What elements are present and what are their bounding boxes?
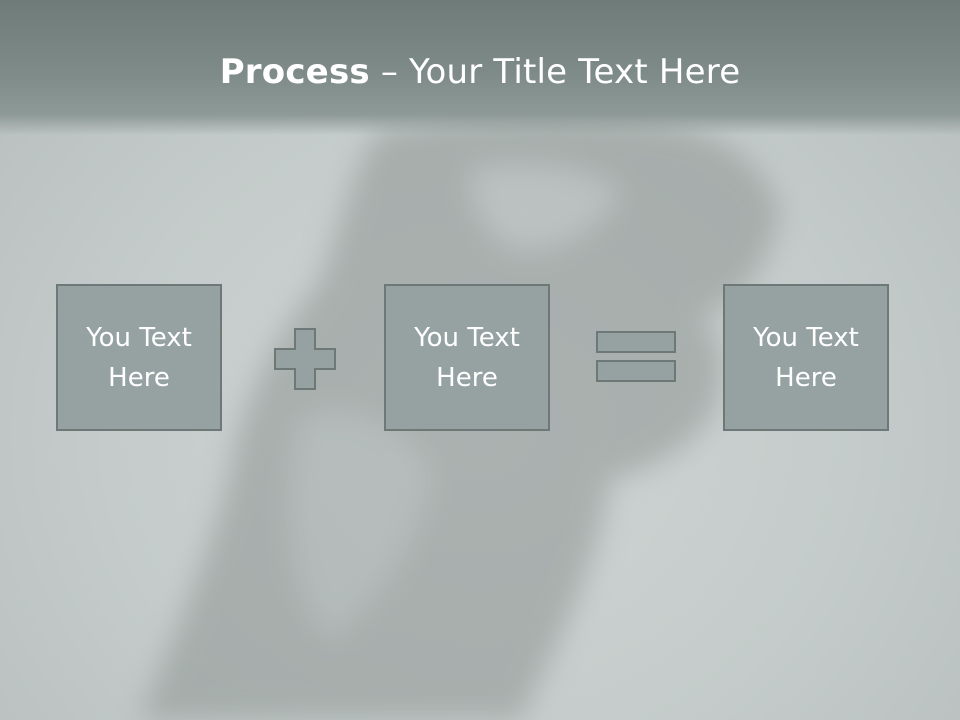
header-bar: Process – Your Title Text Here [0, 0, 960, 135]
process-box-1[interactable]: You Text Here [56, 284, 222, 431]
process-box-2[interactable]: You Text Here [384, 284, 550, 431]
process-box-2-line-2: Here [436, 362, 498, 393]
slide-title: Process – Your Title Text Here [0, 52, 960, 92]
process-box-1-line-1: You Text [86, 322, 192, 353]
process-box-3-line-1: You Text [753, 322, 859, 353]
plus-icon [274, 328, 336, 390]
process-box-3-line-2: Here [775, 362, 837, 393]
process-box-2-line-1: You Text [414, 322, 520, 353]
title-rest: – Your Title Text Here [369, 52, 741, 92]
process-box-3[interactable]: You Text Here [723, 284, 889, 431]
equals-icon [596, 331, 676, 382]
title-bold: Process [219, 52, 370, 92]
process-box-1-line-2: Here [108, 362, 170, 393]
